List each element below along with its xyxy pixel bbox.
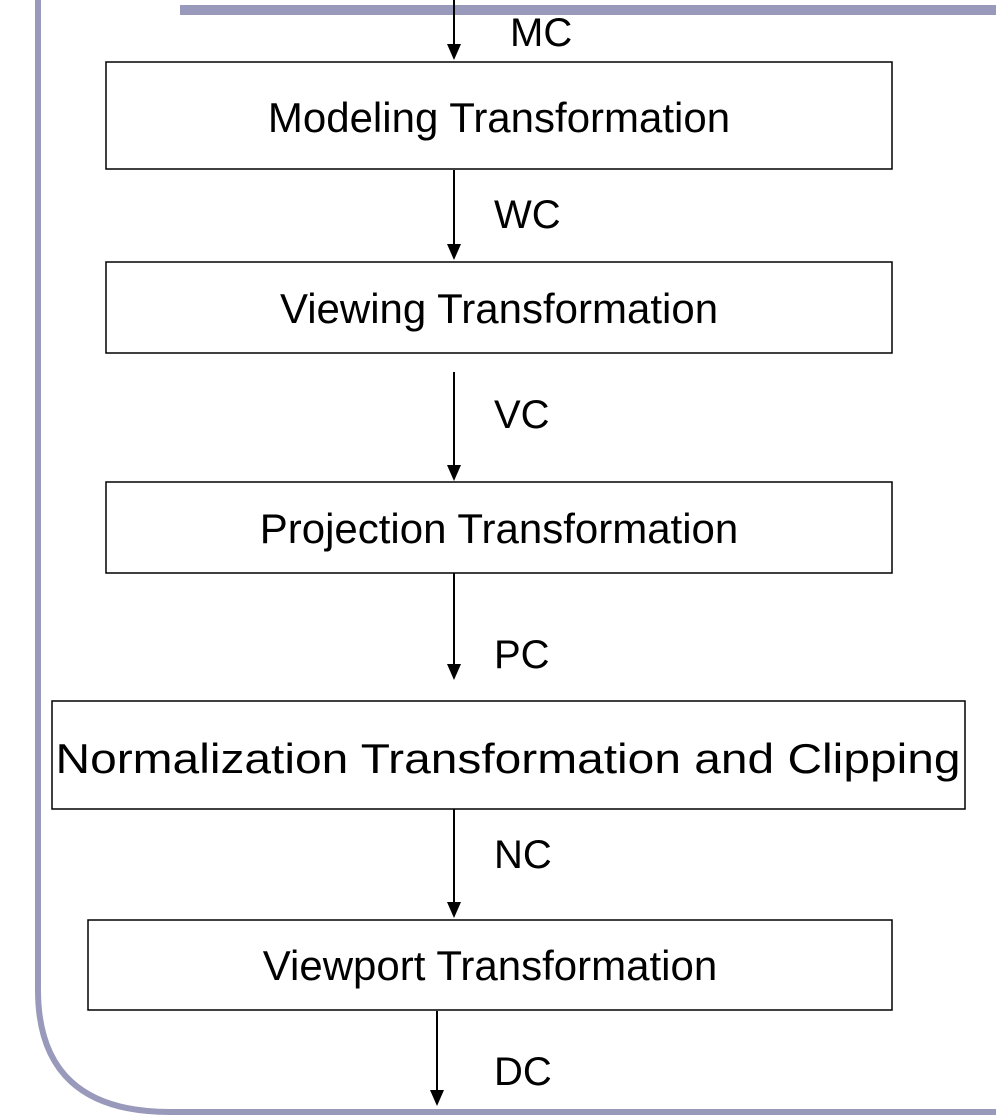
stage-label-viewing: Viewing Transformation — [280, 285, 718, 332]
stage-label-viewport: Viewport Transformation — [263, 942, 717, 989]
stage-label-projection: Projection Transformation — [260, 505, 739, 552]
stage-viewport-transformation: Viewport Transformation — [87, 919, 893, 1011]
edge-dc: DC — [430, 1011, 552, 1106]
stage-viewing-transformation: Viewing Transformation — [105, 261, 893, 354]
stage-label-normalization: Normalization Transformation and Clippin… — [56, 735, 961, 782]
slide-frame-left-border — [35, 0, 996, 1115]
edge-label-wc: WC — [494, 193, 561, 237]
edge-wc: WC — [447, 170, 561, 260]
stage-modeling-transformation: Modeling Transformation — [105, 61, 893, 170]
edge-nc: NC — [447, 809, 552, 918]
edge-label-vc: VC — [494, 393, 550, 437]
edge-pc: PC — [447, 573, 550, 680]
stage-projection-transformation: Projection Transformation — [105, 481, 893, 574]
edge-label-mc: MC — [510, 11, 572, 55]
edge-label-pc: PC — [494, 633, 550, 677]
edge-mc: MC — [447, 0, 572, 60]
stage-normalization-transformation-and-clipping: Normalization Transformation and Clippin… — [51, 700, 966, 810]
stage-label-modeling: Modeling Transformation — [268, 94, 730, 141]
edge-label-nc: NC — [494, 833, 552, 877]
edge-label-dc: DC — [494, 1050, 552, 1094]
edge-vc: VC — [447, 372, 550, 481]
